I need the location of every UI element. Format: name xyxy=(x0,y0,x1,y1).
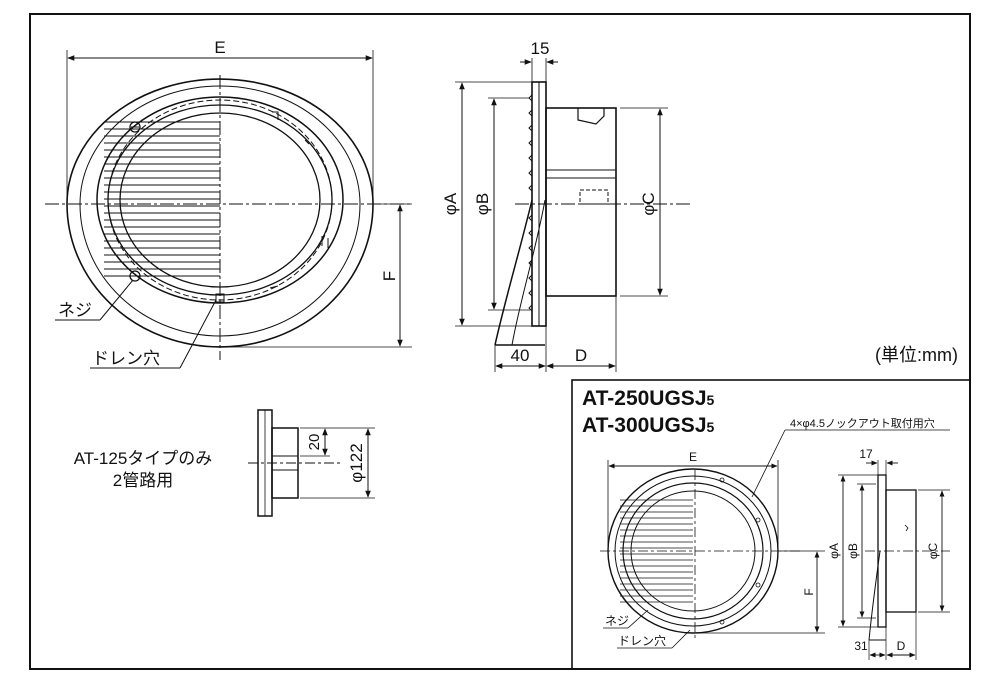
inset-knockout-note: 4×φ4.5ノックアウト取付用穴 xyxy=(790,416,935,430)
main-dim-e-label: E xyxy=(214,38,225,57)
inset-dim-17-label: 17 xyxy=(859,447,873,461)
inset-dim-31-label: 31 xyxy=(854,639,868,653)
inset-dim-b-label: φB xyxy=(846,543,860,559)
inset-drain-label: ドレン穴 xyxy=(618,633,666,648)
inset-model-1: AT-250UGSJ5 xyxy=(582,387,715,410)
inset-front-view xyxy=(600,429,950,649)
detail-view xyxy=(248,409,375,517)
main-dim-b-label: φB xyxy=(473,193,492,215)
main-dim-f-label: F xyxy=(380,271,399,281)
main-front-view xyxy=(45,50,412,369)
inset-dim-f-label: F xyxy=(802,588,816,595)
inset-frame xyxy=(571,379,971,670)
main-dim-40-label: 40 xyxy=(511,346,530,365)
detail-type-label: AT-125タイプのみ xyxy=(74,449,213,468)
detail-dim-122-label: φ122 xyxy=(347,443,366,482)
outer-frame xyxy=(29,13,971,670)
inset-dim-d-label: D xyxy=(897,639,906,653)
inset-screw-label: ネジ xyxy=(605,614,629,628)
detail-dim-20-label: 20 xyxy=(306,434,323,451)
detail-pipe-label: 2管路用 xyxy=(113,471,173,490)
main-drain-label: ドレン穴 xyxy=(92,349,160,368)
unit-label: (単位:mm) xyxy=(875,345,958,365)
main-dim-a-label: φA xyxy=(441,192,460,215)
inset-side-view xyxy=(838,460,950,660)
main-dim-15-label: 15 xyxy=(531,39,550,58)
inset-dim-e-label: E xyxy=(689,450,697,464)
main-side-view xyxy=(455,58,690,372)
main-dim-c-label: φC xyxy=(639,192,658,215)
inset-dim-c-label: φC xyxy=(926,542,940,559)
main-screw-label: ネジ xyxy=(58,301,92,320)
inset-model-2: AT-300UGSJ5 xyxy=(582,414,715,437)
inset-dim-a-label: φA xyxy=(827,543,841,559)
main-dim-d-label: D xyxy=(575,346,587,365)
